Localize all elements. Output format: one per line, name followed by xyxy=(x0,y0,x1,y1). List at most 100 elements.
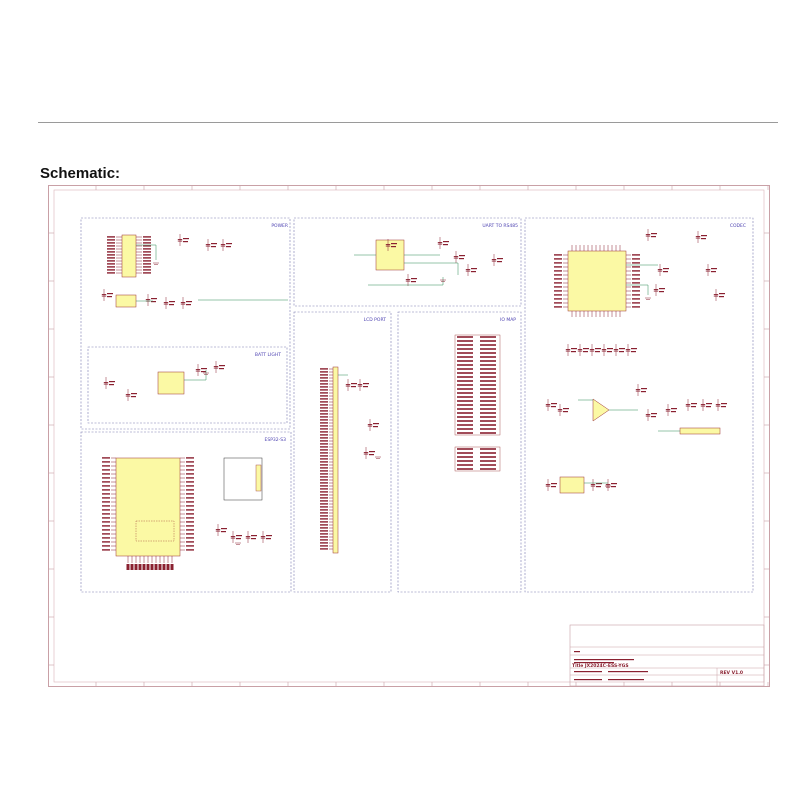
pin-label-mark xyxy=(320,479,328,481)
io-label-mark xyxy=(457,336,473,338)
pin-label-mark xyxy=(186,485,194,487)
passive-plate xyxy=(363,453,369,455)
pin-label-mark xyxy=(320,368,328,370)
passive-label-mark xyxy=(651,236,656,238)
io-label-mark xyxy=(480,388,496,390)
pin-label-mark xyxy=(143,263,151,265)
passive-plate xyxy=(180,303,186,305)
passive-plate xyxy=(357,385,363,387)
codec-amp-ic xyxy=(592,398,610,422)
power-ldo-ic xyxy=(115,294,137,308)
pin-label-mark xyxy=(186,545,194,547)
passive-label-mark xyxy=(583,351,588,353)
io-label-mark xyxy=(480,344,496,346)
pin-label-mark xyxy=(632,286,640,288)
passive-label-mark xyxy=(497,258,503,260)
io-label-mark xyxy=(480,404,496,406)
passive-plate xyxy=(163,303,169,305)
pin-label-mark xyxy=(320,443,328,445)
pin-label-mark xyxy=(632,274,640,276)
passive-label-mark xyxy=(721,406,726,408)
pin-label-mark xyxy=(320,461,328,463)
passive-plate xyxy=(695,236,701,237)
passive-label-mark xyxy=(363,386,368,388)
io-label-mark xyxy=(457,392,473,394)
passive-label-mark xyxy=(109,384,114,386)
pin-label-mark xyxy=(107,260,115,262)
io-label-mark xyxy=(457,432,473,434)
title-block: Title JX2024C-ESS-YGS REV V1.0 xyxy=(569,624,765,687)
pin-label-mark xyxy=(102,461,110,463)
pin-label-mark xyxy=(320,464,328,466)
pin-label-mark xyxy=(186,477,194,479)
pin-label-mark xyxy=(320,374,328,376)
passive-plate xyxy=(557,409,563,410)
passive-label-mark xyxy=(583,348,589,350)
pin-label-mark xyxy=(554,258,562,260)
io-label-mark xyxy=(480,392,496,394)
passive-plate xyxy=(125,395,131,397)
pin-label-mark xyxy=(102,517,110,519)
pin-label-mark xyxy=(186,517,194,519)
io-label-mark xyxy=(457,408,473,410)
passive-label-mark xyxy=(443,241,449,243)
passive-plate xyxy=(635,390,641,392)
passive-label-mark xyxy=(169,304,174,306)
pin-label-mark xyxy=(320,422,328,424)
passive-label-mark xyxy=(351,386,356,388)
passive-label-mark xyxy=(691,403,697,405)
io-label-mark xyxy=(480,468,496,470)
pin-label-mark xyxy=(107,257,115,259)
pin-label-mark xyxy=(320,500,328,502)
io-label-mark xyxy=(480,448,496,450)
passive-plate xyxy=(345,385,351,387)
pin-label-mark xyxy=(554,274,562,276)
pin-label-mark xyxy=(320,440,328,442)
pin-label-mark xyxy=(320,494,328,496)
passive-label-mark xyxy=(641,391,646,393)
pin-label-mark xyxy=(138,564,142,570)
codec-ic xyxy=(567,250,627,312)
rs485-transceiver-ic xyxy=(375,239,405,271)
passive-plate xyxy=(367,425,373,427)
pin-label-mark xyxy=(102,505,110,507)
net-wire xyxy=(184,370,207,381)
passive-label-mark xyxy=(266,535,272,537)
passive-plate xyxy=(590,485,596,487)
pin-label-mark xyxy=(320,542,328,544)
passive-label-mark xyxy=(651,416,656,418)
passive-label-mark xyxy=(226,243,232,245)
esp32-debug-box xyxy=(223,457,263,501)
passive-plate xyxy=(465,269,471,270)
passive-plate xyxy=(491,259,497,260)
pin-label-mark xyxy=(320,512,328,514)
passive-plate xyxy=(195,370,201,372)
io-label-mark xyxy=(480,408,496,410)
pin-label-mark xyxy=(320,506,328,508)
passive-plate xyxy=(465,270,471,272)
pin-label-mark xyxy=(632,262,640,264)
passive-label-mark xyxy=(391,246,396,248)
net-wire xyxy=(136,244,157,260)
pin-label-mark xyxy=(143,239,151,241)
io-label-mark xyxy=(480,412,496,414)
io-label-mark xyxy=(480,376,496,378)
io-label-mark xyxy=(480,420,496,422)
passive-label-mark xyxy=(611,483,617,485)
io-label-mark xyxy=(457,412,473,414)
pin-label-mark xyxy=(162,564,166,570)
passive-label-mark xyxy=(236,535,242,537)
passive-label-mark xyxy=(107,296,112,298)
passive-plate xyxy=(645,234,651,235)
pin-label-mark xyxy=(320,419,328,421)
passive-label-mark xyxy=(186,304,191,306)
passive-plate xyxy=(215,530,221,532)
io-label-mark xyxy=(457,420,473,422)
esp32-module-ic xyxy=(115,457,181,557)
power-connector-ic xyxy=(121,234,137,278)
passive-label-mark xyxy=(251,535,257,537)
passive-label-mark xyxy=(471,271,476,273)
passive-label-mark xyxy=(369,451,375,453)
passive-plate xyxy=(635,389,641,390)
passive-plate xyxy=(453,257,459,259)
